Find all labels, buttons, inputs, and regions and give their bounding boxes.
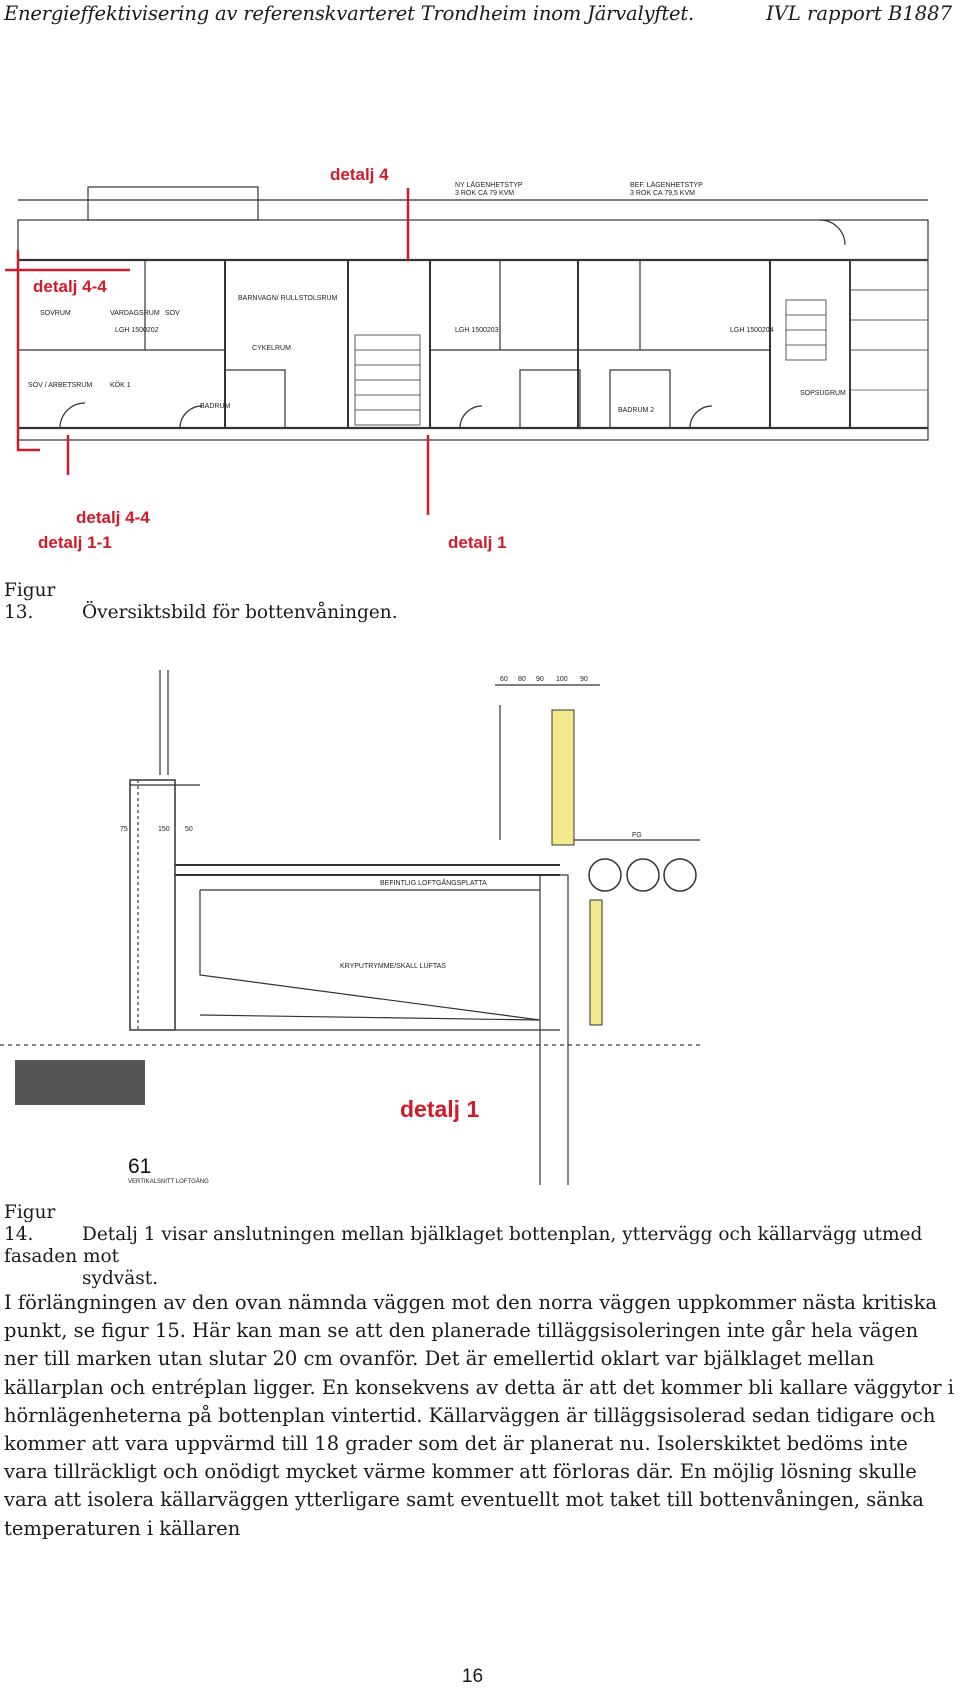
room-label: KÖK 1 — [110, 381, 131, 389]
figure-13-floor-plan: NY LÄGENHETSTYP 3 ROK CA 79 KVM BEF. LÄG… — [5, 165, 929, 552]
caption-number: Figur 14. — [4, 1202, 56, 1245]
dimension: 50 — [185, 826, 193, 833]
dimension: 80 — [518, 676, 526, 683]
room-label: VARDAGSRUM — [110, 310, 160, 317]
callout-detalj-4-4-bottom: detalj 4-4 — [76, 508, 150, 527]
figure-13-caption: Figur 13. Översiktsbild för bottenvåninge… — [4, 580, 398, 624]
header-title: Energieffektivisering av referenskvarter… — [4, 2, 694, 25]
caption-number: Figur 13. — [4, 580, 56, 623]
dimension: 100 — [556, 676, 568, 683]
dimension: 75 — [120, 826, 128, 833]
room-label: CYKELRUM — [252, 345, 291, 352]
page-number: 16 — [461, 1666, 484, 1687]
callout-detalj-1: detalj 1 — [448, 533, 507, 552]
annotation-crawlspace: KRYPUTRYMME/SKALL LUFTAS — [340, 963, 446, 970]
callout-detalj-1-1: detalj 1-1 — [38, 533, 112, 552]
callout-detalj-4-4-top: detalj 4-4 — [33, 277, 107, 296]
header-report-number: IVL rapport B1887 — [766, 2, 952, 25]
dimension: 90 — [580, 676, 588, 683]
annotation-ground: FG — [632, 832, 642, 839]
callout-detalj-4: detalj 4 — [330, 165, 389, 184]
room-label: BADRUM — [200, 403, 231, 410]
room-label: LGH 1500202 — [115, 327, 159, 334]
label-new-size: 3 ROK CA 79 KVM — [455, 190, 514, 197]
dimension: 60 — [500, 676, 508, 683]
room-label: SOV / ARBETSRUM — [28, 382, 92, 389]
body-text: I förlängningen av den ovan nämnda vägge… — [4, 1289, 954, 1543]
caption-text: Detalj 1 visar anslutningen mellan bjälk… — [4, 1224, 923, 1267]
room-label: LGH 1500203 — [455, 327, 499, 334]
entrance-canopy — [87, 186, 259, 221]
label-existing-size: 3 ROK CA 79,5 KVM — [630, 190, 695, 197]
label-new-type: NY LÄGENHETSTYP — [455, 181, 523, 189]
callout-detalj-1-section: detalj 1 — [400, 1096, 479, 1122]
caption-continuation: sydväst. — [82, 1268, 159, 1289]
figure-14-caption: Figur 14.Detalj 1 visar anslutningen mel… — [4, 1202, 949, 1290]
room-label: BADRUM 2 — [618, 407, 654, 414]
figure-14-section-detail: 60 80 90 100 90 75 150 50 BEFINTLIG LOFT… — [0, 670, 700, 1185]
drawing-subtitle: VERTIKALSNITT LOFTGÅNG — [128, 1178, 209, 1185]
dimension: 90 — [536, 676, 544, 683]
room-label: SOPSUGRUM — [800, 390, 846, 397]
annotation-slab: BEFINTLIG LOFTGÅNGSPLATTA — [380, 878, 487, 887]
room-label: SOVRUM — [40, 310, 71, 317]
label-existing-type: BEF. LÄGENHETSTYP — [630, 181, 703, 189]
drawing-number: 61 — [128, 1155, 151, 1178]
room-label: BARNVAGN/ RULLSTOLSRUM — [238, 295, 337, 302]
dimension: 150 — [158, 826, 170, 833]
body-paragraph: I förlängningen av den ovan nämnda vägge… — [4, 1291, 954, 1540]
room-label: SOV — [165, 310, 180, 317]
caption-text: Översiktsbild för bottenvåningen. — [82, 602, 398, 623]
room-label: LGH 1500204 — [730, 327, 774, 334]
